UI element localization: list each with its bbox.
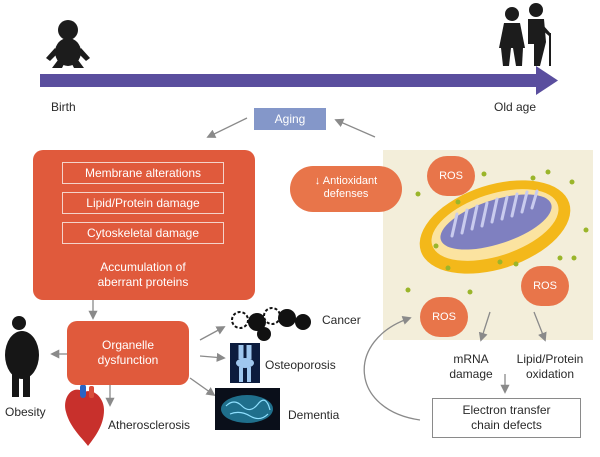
timeline-arrowhead [536,66,558,95]
accumulation-text: Accumulation of aberrant proteins [73,260,213,290]
ros-to-lipid-arrow [533,311,547,342]
to-cancer-arrow [199,326,226,341]
etc-line-1: Electron transfer [462,403,551,417]
brain-scan-icon [215,388,280,430]
osteoporosis-xray-icon [230,343,260,383]
timeline-bar [40,74,538,87]
obesity-icon [5,316,39,397]
membrane-alterations-item: Membrane alterations [62,162,224,184]
aging-box: Aging [254,108,326,130]
ros-pill-bottom-right: ROS [521,266,569,306]
aging-label: Aging [274,112,306,126]
obesity-label: Obesity [5,405,46,419]
dementia-label: Dementia [288,408,340,422]
to-osteoporosis-arrow [199,352,226,362]
aging-to-cell-arrow [206,117,248,138]
birth-label: Birth [51,100,76,114]
lipid-line-2: oxidation [525,367,575,381]
antioxidant-line-1: Antioxidant [322,175,378,187]
to-dementia-arrow [189,377,216,397]
organelle-line-1: Organelle [101,338,155,352]
mito-to-aging-arrow [334,118,376,138]
cytoskeletal-damage-item: Cytoskeletal damage [62,222,224,244]
accumulation-line-1: Accumulation of [100,260,186,274]
organelle-dysfunction-box: Organelle dysfunction [67,321,189,385]
lipid-line-1: Lipid/Protein [516,352,584,366]
baby-icon [46,20,90,68]
old-age-label: Old age [494,100,537,114]
mrna-line-2: damage [449,367,493,381]
feedback-loop-arrow [363,316,421,421]
lipid-protein-damage-item: Lipid/Protein damage [62,192,224,214]
antioxidant-defenses-pill: ↓ Antioxidant defenses [290,166,402,212]
cancer-cells-icon [231,307,311,341]
accumulation-line-2: aberrant proteins [97,275,189,289]
osteoporosis-label: Osteoporosis [265,358,336,372]
ros-pill-bottom-left: ROS [420,297,468,337]
elderly-couple-icon [499,3,551,66]
mrna-line-1: mRNA [453,352,489,366]
down-arrow-icon: ↓ [314,175,321,187]
etc-defects-box: Electron transfer chain defects [432,398,581,438]
etc-line-2: chain defects [471,418,542,432]
ros-to-mrna-arrow [478,311,491,342]
atherosclerosis-label: Atherosclerosis [108,418,191,432]
cancer-label: Cancer [322,313,361,327]
lipid-protein-oxidation-text: Lipid/Protein oxidation [506,352,594,382]
antioxidant-line-2: defenses [323,188,369,200]
mrna-damage-text: mRNA damage [441,352,501,382]
cellular-damage-box: Membrane alterations Lipid/Protein damag… [33,150,255,300]
ros-pill-top: ROS [427,156,475,196]
organelle-line-2: dysfunction [97,353,159,367]
heart-icon [65,384,104,446]
